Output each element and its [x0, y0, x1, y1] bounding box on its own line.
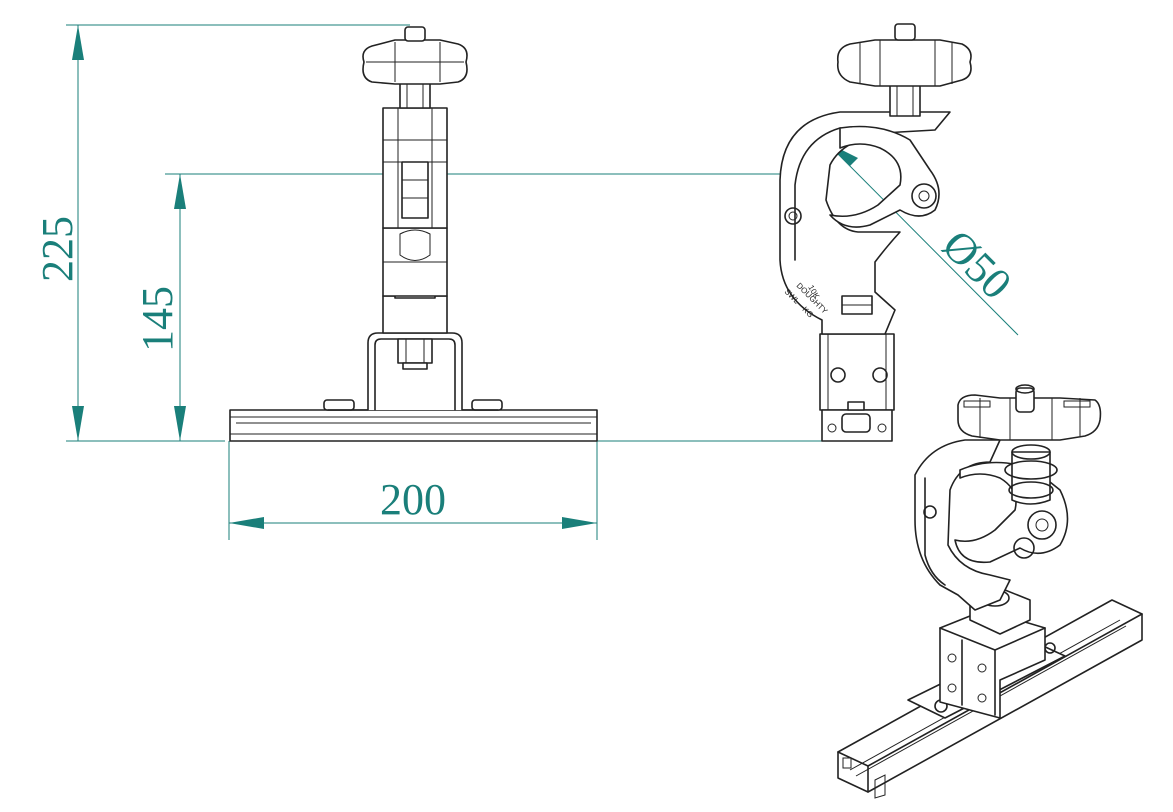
dimension-base-width: 200 [228, 441, 598, 540]
side-view: 10K DOUGHTY SWL—KG [779, 23, 972, 442]
dim-label-200: 200 [380, 475, 446, 524]
dim-label-145: 145 [133, 286, 182, 352]
dimension-pipe-height: 145 [133, 173, 820, 441]
dim-label-225: 225 [33, 216, 82, 282]
front-view [229, 26, 598, 442]
isometric-view [837, 384, 1143, 799]
dimension-overall-height: 225 [33, 24, 410, 442]
dim-label-phi50: Ø50 [933, 220, 1021, 308]
